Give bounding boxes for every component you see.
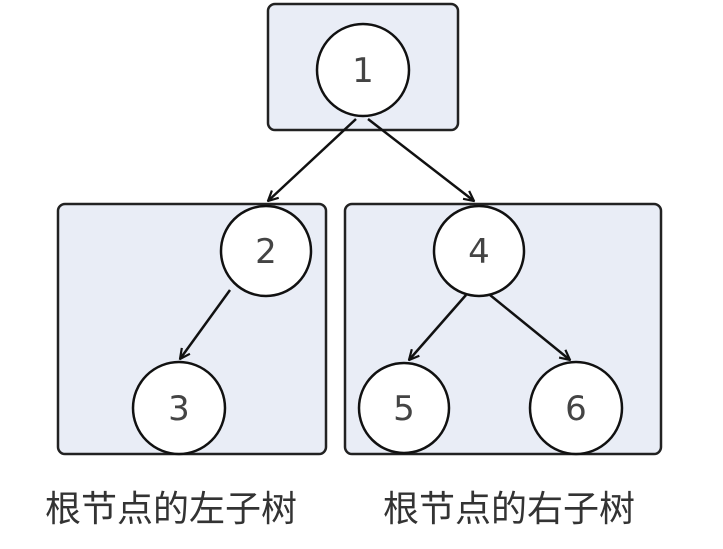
node-label: 5 — [393, 389, 415, 429]
tree-node-6: 6 — [528, 360, 624, 456]
node-label: 3 — [168, 389, 190, 429]
left-subtree-caption: 根节点的左子树 — [45, 489, 298, 530]
node-label: 6 — [565, 389, 587, 429]
edge-1-to-2 — [268, 118, 357, 201]
node-label: 4 — [468, 232, 490, 272]
tree-node-1: 1 — [315, 22, 411, 118]
tree-node-2: 2 — [219, 204, 313, 298]
right-subtree-caption: 根节点的右子树 — [383, 489, 636, 530]
tree-node-5: 5 — [357, 361, 451, 455]
node-label: 2 — [255, 232, 277, 272]
edge-1-to-4 — [367, 118, 474, 201]
edge-2-to-3 — [180, 289, 232, 359]
edge-4-to-6 — [489, 294, 570, 360]
node-label: 1 — [352, 51, 374, 91]
edge-4-to-5 — [409, 294, 467, 360]
tree-node-3: 3 — [131, 360, 227, 456]
tree-node-4: 4 — [432, 204, 526, 298]
